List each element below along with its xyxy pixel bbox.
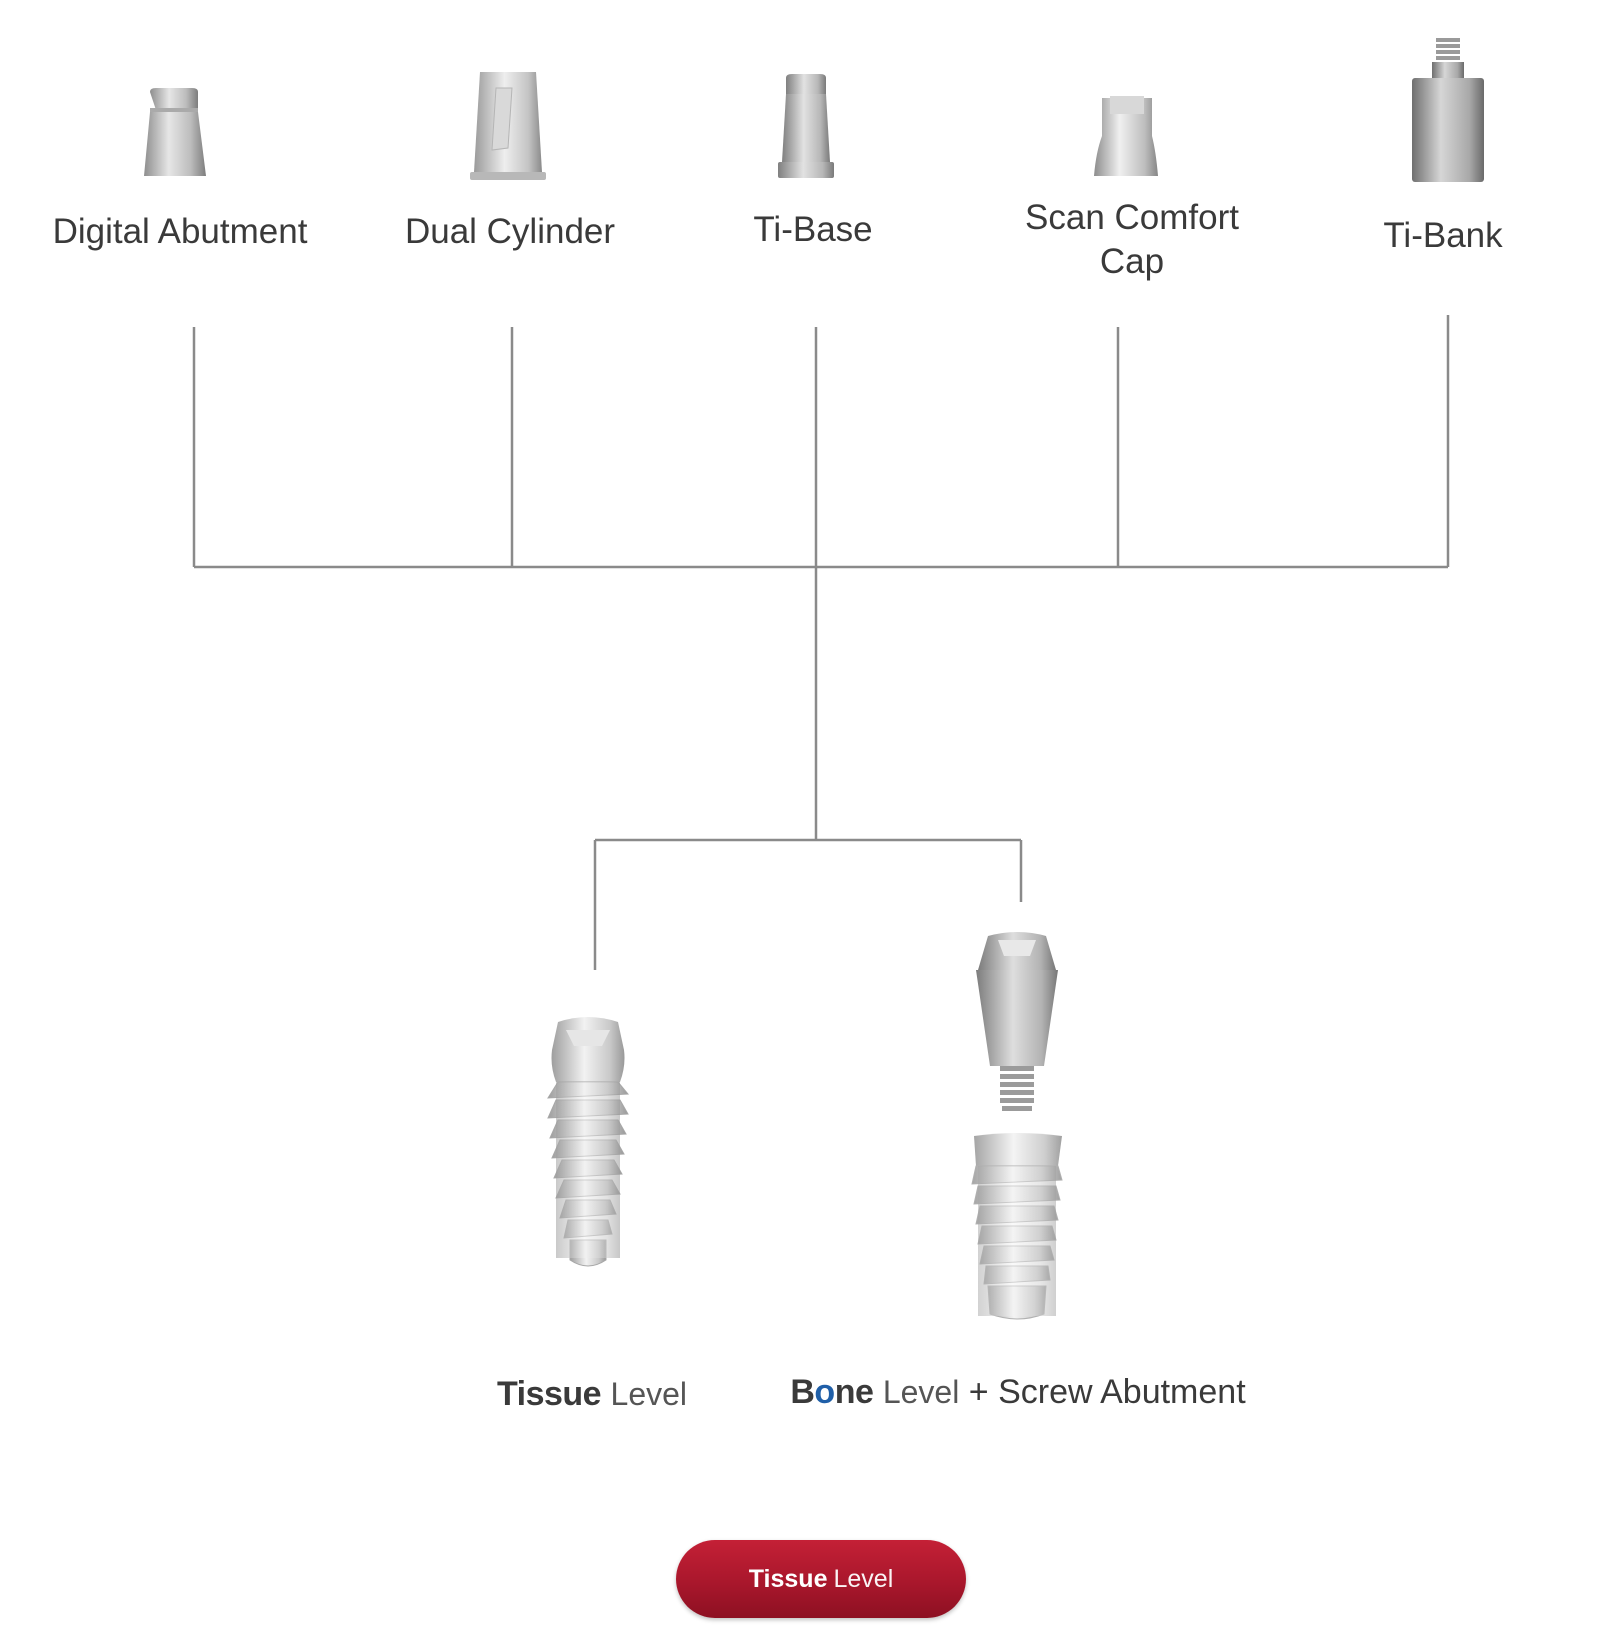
button-label-bold: Tissue xyxy=(748,1564,828,1593)
product-label-dual-cylinder: Dual Cylinder xyxy=(404,212,616,251)
screw-abutment-text: + Screw Abutment xyxy=(968,1373,1246,1411)
bone-level-brand: Bone xyxy=(790,1373,874,1411)
tissue-level-implant-icon xyxy=(547,1017,630,1267)
digital-abutment-icon xyxy=(144,88,206,176)
tissue-level-button[interactable]: Tissue Level xyxy=(676,1540,966,1618)
bone-level-suffix: Level xyxy=(882,1374,960,1410)
bone-level-implant-icon xyxy=(971,932,1063,1320)
product-label-ti-base: Ti-Base xyxy=(753,210,873,249)
ti-base-icon xyxy=(778,74,834,178)
bone-level-label: Bone Level + Screw Abutment xyxy=(790,1372,1245,1412)
bone-letter-b: B xyxy=(790,1373,815,1411)
tissue-level-label: Tissue Level xyxy=(497,1374,687,1414)
product-label-ti-bank: Ti-Bank xyxy=(1383,216,1503,255)
bone-letter-o: o xyxy=(814,1373,835,1411)
bone-letters-rest: ne xyxy=(834,1373,874,1411)
button-label-light: Level xyxy=(833,1564,894,1593)
dual-cylinder-icon xyxy=(470,72,546,180)
ti-bank-icon xyxy=(1412,38,1484,182)
tissue-level-suffix: Level xyxy=(610,1376,688,1412)
product-label-digital-abutment: Digital Abutment xyxy=(52,212,308,251)
tissue-level-brand: Tissue xyxy=(496,1375,602,1413)
product-label-scan-comfort-cap: Scan Comfort Cap xyxy=(1025,198,1239,281)
scan-comfort-cap-icon xyxy=(1094,96,1158,176)
